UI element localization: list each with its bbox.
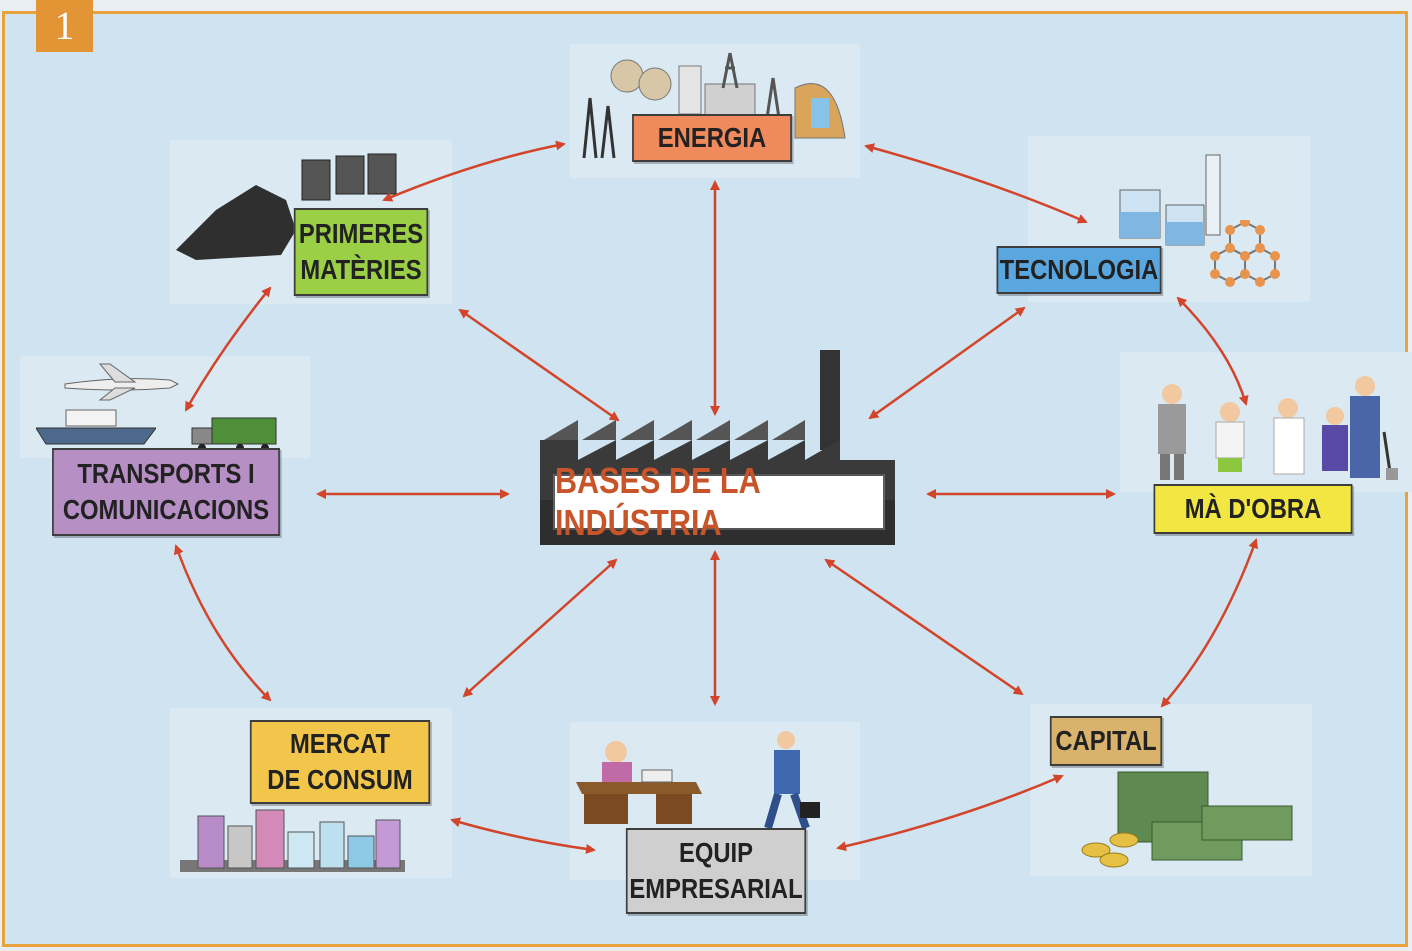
primeres-materies-label: PRIMERES MATÈRIES [293,208,429,296]
arrow-mercat-center [462,558,618,698]
center-label: BASES DE LA INDÚSTRIA [553,460,885,543]
buildings-icon [180,809,405,872]
mercat-label: MERCAT DE CONSUM [249,720,431,804]
capital-label: CAPITAL [1049,716,1163,766]
businessman-icon [764,731,820,830]
truck-icon [191,417,277,452]
money-stacks-icon [1117,771,1293,861]
energia-label: ENERGIA [632,114,792,162]
workers-icon [1158,376,1398,480]
lab-glassware-icon [1119,154,1221,246]
arrow-primeres-center [458,308,620,422]
arrow-capital-center [824,558,1024,696]
molecule-icon [1210,220,1280,287]
arrow-primeres-transports [184,286,272,412]
coal-barrels-icon [176,153,397,260]
ma-obra-label: MÀ D'OBRA [1153,484,1353,534]
equip-label: EQUIP EMPRESARIAL [625,828,807,914]
transports-label: TRANSPORTS I COMUNICACIONS [52,448,280,536]
office-desk-icon [576,741,702,824]
ship-icon [36,409,156,445]
arrow-transports-mercat [174,544,272,702]
oil-pump-icon [582,97,616,159]
arrow-maobra-capital [1160,538,1258,708]
figure-number-badge: 1 [36,0,93,52]
arrow-mercat-equip [450,817,596,854]
arrow-equip-capital [836,774,1064,852]
arrow-energia-tecnologia [864,143,1088,224]
coins-icon [1081,832,1139,868]
arrow-primeres-energia [382,140,566,202]
tecnologia-label: TECNOLOGIA [996,246,1162,294]
arrow-tecnologia-maobra [1176,296,1249,406]
arrow-tecnologia-center [868,306,1026,420]
airplane-icon [64,363,180,401]
